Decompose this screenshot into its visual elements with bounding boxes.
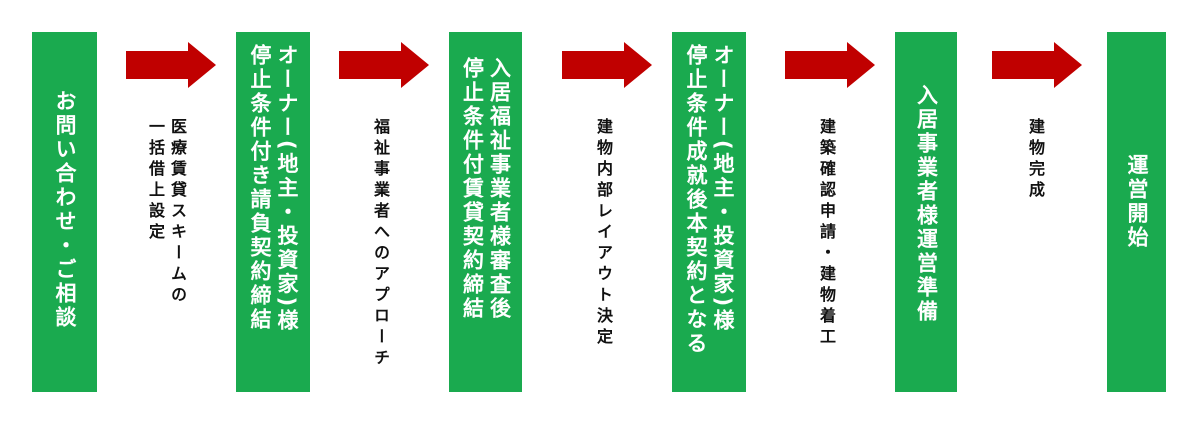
- step-label: お問い合わせ・ご相談: [53, 90, 77, 330]
- step-label: 入居事業者様運営準備: [914, 84, 939, 324]
- step-box-1: お問い合わせ・ご相談: [32, 32, 97, 392]
- caption-5: 建物完成: [1026, 118, 1045, 202]
- caption-4: 建築確認申請・建物着工: [817, 118, 836, 349]
- step-box-6: 運営開始: [1107, 32, 1166, 392]
- arrow-right-icon: [992, 42, 1082, 88]
- step-label: オーナー(地主・投資家)様 停止条件付き請負契約締結: [248, 44, 299, 334]
- step-box-5: 入居事業者様運営準備: [895, 32, 957, 392]
- arrow-right-icon: [126, 42, 216, 88]
- caption-2: 福祉事業者へのアプローチ: [371, 118, 390, 370]
- step-box-4: オーナー(地主・投資家)様 停止条件成就後本契約となる: [672, 32, 746, 392]
- arrow-right-icon: [339, 42, 429, 88]
- arrow-right-icon: [785, 42, 875, 88]
- step-label: 運営開始: [1125, 154, 1149, 250]
- step-box-2: オーナー(地主・投資家)様 停止条件付き請負契約締結: [236, 32, 310, 392]
- step-box-3: 入居福祉事業者様審査後 停止条件付賃貸契約締結: [449, 32, 522, 392]
- caption-3: 建物内部レイアウト決定: [594, 118, 613, 349]
- step-label: オーナー(地主・投資家)様 停止条件成就後本契約となる: [684, 44, 735, 356]
- step-label: 入居福祉事業者様審査後 停止条件付賃貸契約締結: [460, 57, 512, 321]
- arrow-right-icon: [562, 42, 652, 88]
- caption-1: 医療賃貸スキームの 一括借上設定: [146, 118, 187, 307]
